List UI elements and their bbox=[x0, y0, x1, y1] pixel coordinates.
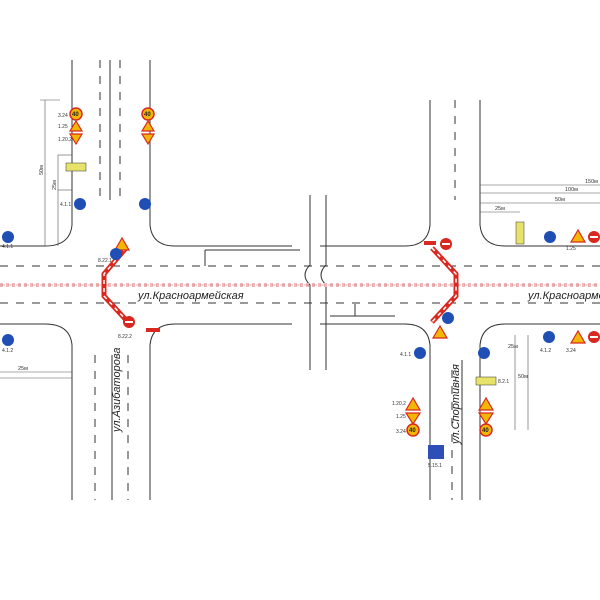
sign-code-lr-f: 8.2.1 bbox=[498, 379, 509, 385]
signs-left-edge: 4.1.2 bbox=[2, 231, 14, 354]
street-name-cross-left: ул.Азибаторова bbox=[111, 347, 123, 433]
detour-plate-lr bbox=[475, 376, 497, 386]
roadworks-warning-icon-lr-left bbox=[404, 396, 422, 411]
mandatory-direction-icon-fence-right bbox=[442, 312, 454, 324]
sign-code-c-a: 8.22.1 bbox=[98, 258, 112, 264]
roadworks-warning-icon-fence-left bbox=[113, 236, 131, 251]
sign-code-lr-b: 1.25 bbox=[396, 414, 406, 420]
roadworks-warning-icon-fence-right bbox=[431, 324, 449, 339]
mandatory-direction-icon-ul bbox=[74, 198, 86, 210]
mandatory-direction-icon-lr-right bbox=[478, 347, 490, 359]
sign-code-ur-b: 3.24 bbox=[566, 348, 576, 354]
narrowing-warning-icon-ul bbox=[68, 133, 84, 146]
signs-right-side: 1.25 3.24 4.1.2 bbox=[515, 221, 600, 354]
sign-code-ul-d: 4.1.1 bbox=[60, 202, 71, 208]
roadworks-warning-icon-right-top bbox=[569, 228, 587, 243]
dim-25-lower-left: 25м bbox=[18, 366, 28, 372]
mandatory-direction-icon-left-top bbox=[2, 231, 14, 243]
sign-code-lr-d: 5.15.1 bbox=[428, 463, 442, 469]
work-zone-fencing bbox=[101, 246, 459, 324]
dim-25-lower-right: 25м bbox=[508, 344, 518, 350]
barrier-plate-right bbox=[424, 241, 436, 245]
roadworks-warning-icon-right-bottom bbox=[569, 329, 587, 344]
sign-code-ul-c: 1.20.2 bbox=[58, 137, 72, 143]
mandatory-direction-icon-right-bottom bbox=[543, 331, 555, 343]
roadworks-warning-icon-lr-right bbox=[477, 396, 495, 411]
roadworks-warning-icon-ul2 bbox=[140, 119, 156, 132]
main-road bbox=[0, 60, 600, 500]
speed-limit-sign-lr-left bbox=[406, 423, 420, 437]
signs-upper-left: 40 3.24 1.25 1.20.2 4.1.1 40 bbox=[58, 107, 156, 210]
dim-25-right: 25м bbox=[495, 206, 505, 212]
barrier-plate-left bbox=[146, 328, 160, 332]
detour-plate-right bbox=[515, 221, 525, 245]
sign-code-ul-b: 1.25 bbox=[58, 124, 68, 130]
mandatory-direction-icon-fence-left bbox=[110, 248, 122, 260]
street-name-main-left: ул.Красноармейская bbox=[137, 290, 244, 302]
sign-code-ul-a: 3.24 bbox=[58, 113, 68, 119]
sign-code-lr-c: 3.24 bbox=[396, 429, 406, 435]
roadworks-warning-icon-ul bbox=[68, 119, 84, 132]
street-name-cross-right: ул.Спортивная bbox=[450, 364, 462, 445]
signs-right-fence bbox=[424, 238, 454, 339]
dim-100: 100м bbox=[565, 187, 578, 193]
sign-code-r-a: 4.1.2 bbox=[540, 348, 551, 354]
sign-code-lr-a: 1.20.2 bbox=[392, 401, 406, 407]
dim-50-upper-left: 50м bbox=[39, 165, 45, 175]
narrowing-warning-icon-lr-left bbox=[404, 412, 422, 426]
speed-limit-value-lr-right: 40 bbox=[482, 428, 489, 434]
mandatory-direction-icon-lr-left bbox=[414, 347, 426, 359]
street-name-main-right: ул.Красноармейская bbox=[527, 290, 600, 302]
dim-50-right: 50м bbox=[555, 197, 565, 203]
sign-code-ll-a: 4.1.2 bbox=[2, 348, 13, 354]
lane-information-sign-lr bbox=[428, 445, 444, 459]
speed-limit-value-ul: 40 bbox=[72, 112, 79, 118]
dim-25-upper-left: 25м bbox=[52, 180, 58, 190]
speed-limit-value-lr-left: 40 bbox=[409, 428, 416, 434]
signs-left-fence bbox=[110, 236, 160, 332]
mandatory-direction-icon-left-bottom bbox=[2, 334, 14, 346]
sign-code-ur-a: 1.25 bbox=[566, 246, 576, 252]
speed-limit-value-ul2: 40 bbox=[144, 112, 151, 118]
dimension-labels: 25м 50м 25м 150м 100м 50м 25м 25м 50м bbox=[18, 165, 598, 380]
fence-codes: 8.22.1 8.22.2 4.1.1 bbox=[2, 244, 132, 340]
cross-roads bbox=[94, 60, 463, 500]
narrowing-warning-icon-ul2 bbox=[140, 133, 156, 146]
sign-code-ll-b: 4.1.1 bbox=[2, 244, 13, 250]
sign-code-lr-e: 4.1.1 bbox=[400, 352, 411, 358]
sign-code-c-b: 8.22.2 bbox=[118, 334, 132, 340]
dimension-lines bbox=[0, 99, 600, 430]
signs-lower-right: 4.1.1 8.2.1 40 1.20.2 1.25 3.24 40 5.15.… bbox=[392, 347, 509, 469]
dim-50-lower-right: 50м bbox=[518, 374, 528, 380]
detour-plate-ul bbox=[65, 162, 87, 172]
narrowing-warning-icon-lr-right bbox=[477, 412, 495, 426]
mandatory-direction-icon-right-top bbox=[544, 231, 556, 243]
dim-150: 150м bbox=[585, 179, 598, 185]
speed-limit-sign-lr-right bbox=[479, 423, 493, 437]
mandatory-direction-icon-ul2 bbox=[139, 198, 151, 210]
